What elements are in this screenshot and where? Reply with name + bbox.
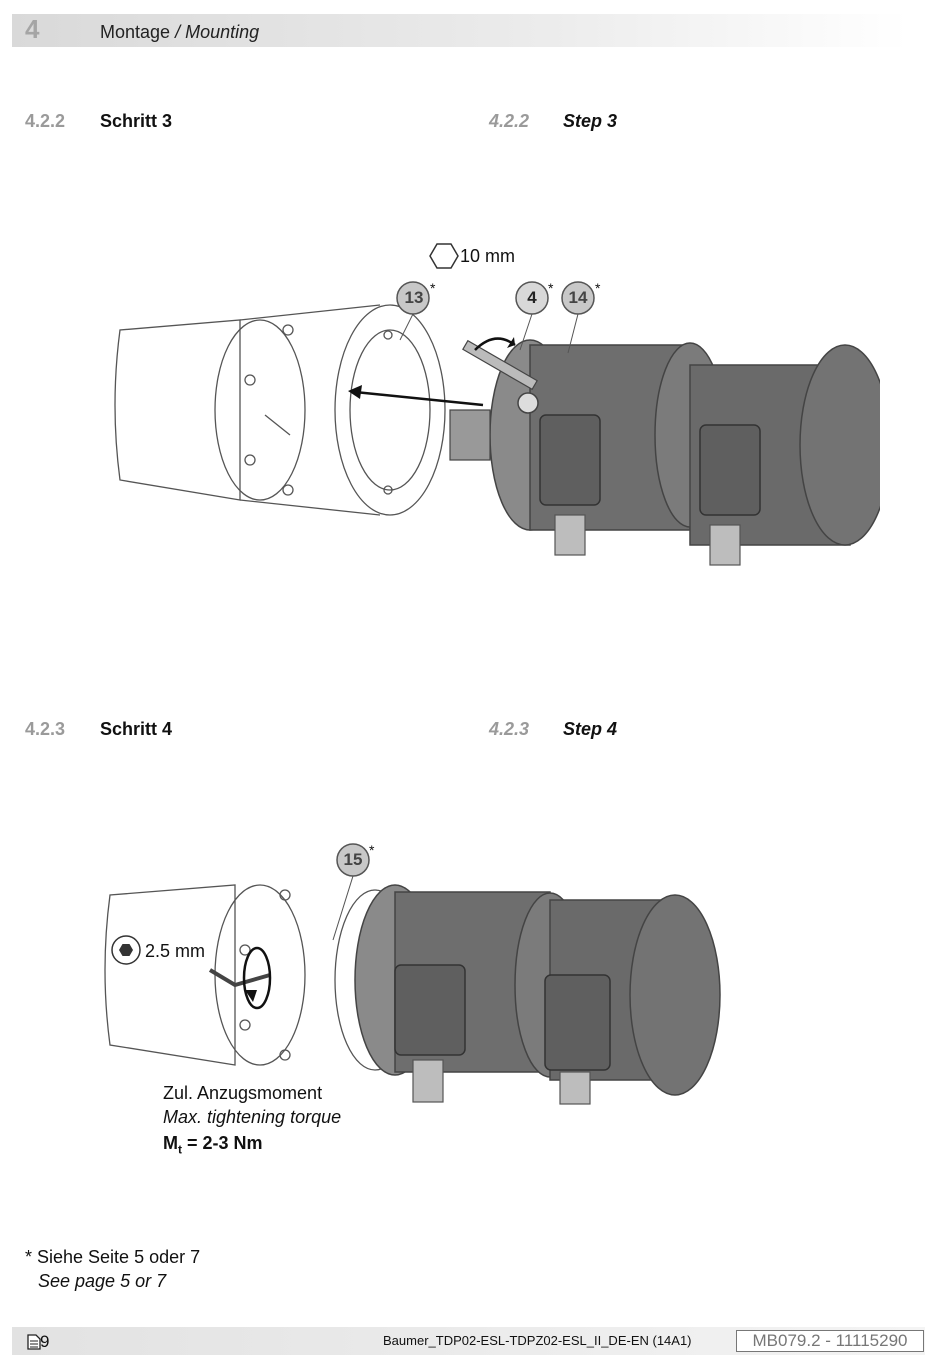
torque-subscript: t	[178, 1142, 182, 1157]
section-number-de: 4.2.3	[25, 719, 66, 739]
mounting-figure-step3	[114, 243, 880, 566]
wrench-size-label: 10 mm	[460, 246, 516, 266]
footnote-de: * Siehe Seite 5 oder 7	[25, 1247, 201, 1267]
callout-asterisk-15: *	[369, 842, 375, 858]
chapter-title: Montage / Mounting	[100, 22, 259, 43]
chapter-title-en: / Mounting	[175, 22, 260, 42]
section-number-en: 4.2.2	[489, 111, 530, 131]
connector-box	[394, 964, 466, 1056]
section-title-en: Step 4	[563, 719, 618, 739]
encoder-body	[449, 339, 880, 566]
torque-label-de: Zul. Anzugsmoment	[163, 1083, 323, 1103]
document-name: Baumer_TDP02-ESL-TDPZ02-ESL_II_DE-EN (14…	[383, 1333, 692, 1348]
callout-asterisk-14: *	[595, 280, 601, 296]
callout-asterisk-13: *	[430, 280, 436, 296]
section-title-de: Schritt 4	[100, 719, 173, 739]
torque-label-en: Max. tightening torque	[163, 1107, 342, 1127]
torque-value-text: = 2-3 Nm	[182, 1133, 263, 1153]
section-number-en: 4.2.3	[489, 719, 530, 739]
mounting-figure-step4	[104, 843, 721, 1105]
document-page-icon	[27, 1334, 41, 1350]
callout-label-13: 13	[404, 288, 424, 307]
callout-4	[515, 281, 549, 351]
callout-label-4: 4	[527, 288, 537, 307]
document-id: MB079.2 - 11115290	[736, 1330, 924, 1352]
header-bar	[12, 14, 908, 47]
hex-key-icon	[111, 935, 141, 965]
callout-13	[396, 281, 430, 341]
wrench-tool	[462, 337, 539, 414]
torque-symbol: M	[163, 1133, 178, 1153]
shaft	[449, 409, 491, 461]
encoder-body	[354, 884, 721, 1105]
hex-wrench-icon	[429, 243, 459, 269]
cable-gland	[412, 1059, 444, 1103]
section-title-de: Schritt 3	[100, 111, 173, 131]
callout-14	[561, 281, 595, 354]
callout-label-14: 14	[568, 288, 588, 307]
flange-housing	[114, 304, 446, 516]
callout-asterisk-4: *	[548, 280, 554, 296]
key-size-label: 2.5 mm	[145, 941, 206, 961]
rotation-arrow	[242, 946, 272, 1010]
cable-gland	[709, 524, 741, 566]
connector-box	[544, 974, 611, 1071]
page-number: 9	[40, 1332, 50, 1351]
connector-box	[539, 414, 601, 506]
hex-key-tool	[208, 946, 272, 1010]
torque-value: Mt = 2-3 Nm	[163, 1133, 263, 1157]
chapter-number: 4	[25, 14, 40, 44]
section-number-de: 4.2.2	[25, 111, 66, 131]
connector-box	[699, 424, 761, 516]
callout-15	[332, 843, 370, 941]
cable-gland	[554, 514, 586, 556]
section-title-en: Step 3	[563, 111, 618, 131]
mounting-arrow	[354, 390, 484, 407]
chapter-title-de: Montage	[100, 22, 171, 42]
callout-label-15: 15	[343, 850, 363, 869]
cable-gland	[559, 1071, 591, 1105]
footnote-en: See page 5 or 7	[38, 1271, 167, 1291]
